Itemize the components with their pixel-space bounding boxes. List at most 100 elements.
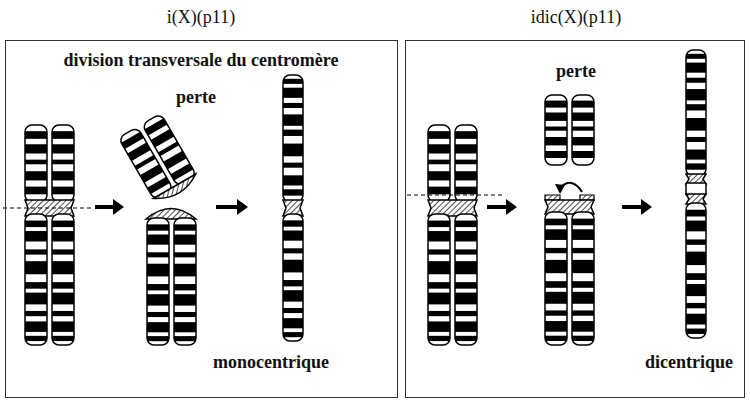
band [572, 310, 594, 315]
band [428, 321, 450, 331]
band [455, 293, 477, 305]
band [25, 221, 47, 228]
arrow-head [237, 199, 248, 215]
band [455, 160, 477, 165]
band [283, 260, 303, 273]
chromatid [686, 203, 706, 338]
band [174, 264, 196, 277]
band [283, 280, 303, 286]
band [428, 231, 450, 241]
band [25, 249, 47, 254]
band [455, 171, 477, 180]
chromatid-fill [545, 212, 567, 345]
cut-line [407, 195, 505, 196]
band [25, 131, 47, 139]
band [545, 101, 567, 108]
band [283, 79, 303, 84]
band [545, 248, 567, 253]
band [428, 311, 450, 316]
arrow-head [641, 199, 652, 215]
chromatid-outline [174, 218, 196, 345]
band [25, 282, 47, 289]
band [283, 220, 303, 226]
panel-title: idic(X)(p11) [531, 7, 621, 28]
band [174, 284, 196, 290]
band [686, 252, 706, 266]
band [428, 261, 450, 274]
band [455, 311, 477, 316]
chromatid [25, 214, 47, 345]
band [283, 144, 303, 157]
chromatid-outline [428, 214, 450, 345]
band [686, 89, 706, 100]
band [147, 312, 169, 317]
chromatid [283, 214, 303, 341]
band [455, 282, 477, 289]
band [455, 187, 477, 195]
band [545, 127, 567, 131]
band [686, 221, 706, 232]
band [686, 273, 706, 280]
band [545, 310, 567, 315]
chromatid-outline [142, 113, 197, 186]
arrow-shaft [622, 205, 643, 209]
chromatid [572, 212, 594, 345]
chromatid-outline [52, 214, 74, 345]
band [686, 78, 706, 83]
band [572, 260, 594, 273]
band [25, 261, 47, 274]
band [545, 321, 567, 332]
band [52, 293, 74, 305]
band [283, 189, 303, 195]
band [52, 160, 74, 165]
arrow-head [113, 199, 124, 215]
chromatid-fill [572, 212, 594, 345]
band [686, 303, 706, 308]
band [52, 336, 74, 341]
band [686, 104, 706, 110]
band [545, 219, 567, 226]
band [428, 171, 450, 180]
band [174, 235, 196, 245]
band [283, 231, 303, 241]
band [283, 88, 303, 98]
band [545, 292, 567, 304]
chromatid [147, 218, 169, 345]
band [283, 290, 303, 301]
chromatid-outline [25, 214, 47, 345]
arrow-head [506, 199, 517, 215]
panel-label: dicentrique [645, 352, 733, 373]
chromatid-outline [686, 50, 706, 176]
band [686, 163, 706, 169]
band [52, 171, 74, 180]
chromatid-outline [572, 95, 594, 165]
band [455, 144, 477, 153]
chromatid-fill [147, 218, 169, 345]
arrow [622, 199, 652, 215]
band [428, 131, 450, 139]
chromatid-outline [283, 214, 303, 341]
arrow-shaft [216, 205, 239, 209]
band [686, 210, 706, 217]
band [52, 231, 74, 241]
chromatid-outline [428, 125, 450, 202]
band [572, 137, 594, 145]
band [174, 322, 196, 332]
band [545, 281, 567, 288]
chromatid-outline [283, 75, 303, 202]
chromatid-outline [25, 125, 47, 202]
band [572, 248, 594, 253]
chromatid [545, 212, 567, 345]
band [52, 282, 74, 289]
band [174, 294, 196, 305]
chromatid-outline [686, 183, 706, 195]
chromatid [545, 95, 567, 165]
band [52, 321, 74, 331]
band [25, 187, 47, 195]
band [572, 113, 594, 121]
band [428, 160, 450, 165]
band [135, 155, 156, 170]
chromatid-outline [545, 95, 567, 165]
band [174, 336, 196, 341]
band [686, 118, 706, 131]
